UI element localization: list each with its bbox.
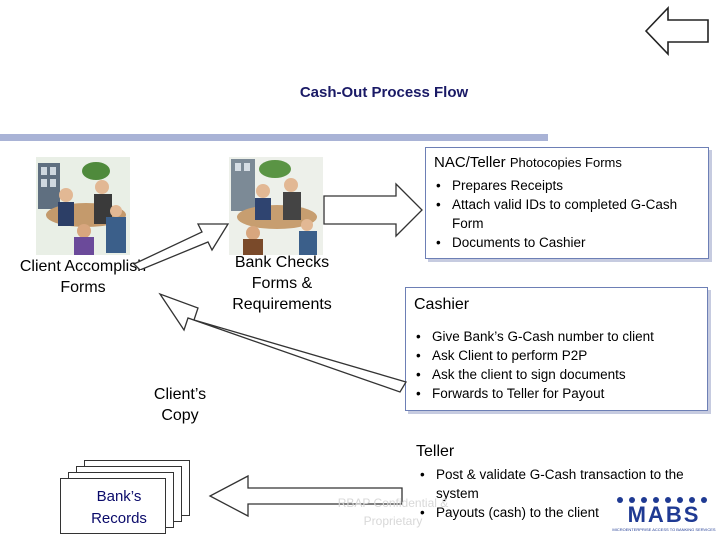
banks-records-label: Bank’s Records bbox=[91, 488, 147, 527]
nac-bullet-list: Prepares Receipts Attach valid IDs to co… bbox=[434, 176, 696, 252]
bank-checks-label: Bank Checks Forms & Requirements bbox=[232, 254, 332, 313]
teller-heading: Teller bbox=[416, 443, 455, 460]
nac-heading-main: NAC/Teller bbox=[434, 154, 506, 171]
list-item: Prepares Receipts bbox=[434, 176, 696, 195]
client-accomplish-label: Client Accomplish Forms bbox=[19, 258, 147, 296]
flow-arrow-3 bbox=[158, 290, 408, 394]
nac-teller-box: NAC/Teller Photocopies Forms Prepares Re… bbox=[425, 147, 709, 259]
list-item: Forwards to Teller for Payout bbox=[414, 384, 704, 403]
clients-copy-label: Client’s Copy bbox=[153, 386, 207, 424]
document-sheet bbox=[60, 478, 166, 534]
mabs-logo-tagline: MICROENTERPRISE ACCESS TO BANKING SERVIC… bbox=[612, 527, 716, 532]
list-item: Documents to Cashier bbox=[434, 233, 696, 252]
flow-arrow-1 bbox=[132, 214, 230, 270]
page-title: Cash-Out Process Flow bbox=[299, 84, 469, 101]
watermark: RBAP Confidential & Proprietary bbox=[337, 496, 449, 528]
mabs-logo-dots bbox=[614, 496, 710, 504]
list-item: Post & validate G-Cash transaction to th… bbox=[418, 465, 708, 503]
list-item: Attach valid IDs to completed G-Cash For… bbox=[434, 195, 696, 233]
cashier-heading: Cashier bbox=[414, 296, 470, 313]
business-meeting-icon bbox=[229, 157, 323, 255]
cashier-box: Cashier Give Bank’s G-Cash number to cli… bbox=[405, 287, 708, 411]
list-item: Ask Client to perform P2P bbox=[414, 346, 704, 365]
mabs-logo-text: MABS bbox=[627, 502, 701, 527]
list-item: Give Bank’s G-Cash number to client bbox=[414, 327, 704, 346]
mabs-logo: MABS MICROENTERPRISE ACCESS TO BANKING S… bbox=[612, 494, 716, 536]
flow-arrow-4 bbox=[208, 474, 404, 518]
list-item: Payouts (cash) to the client bbox=[418, 503, 708, 522]
nac-heading: NAC/Teller Photocopies Forms bbox=[434, 154, 622, 171]
back-arrow-icon[interactable] bbox=[644, 5, 712, 57]
cashier-bullet-list: Give Bank’s G-Cash number to client Ask … bbox=[414, 327, 704, 403]
banks-records-documents: Bank’s Records bbox=[60, 460, 190, 536]
list-item: Ask the client to sign documents bbox=[414, 365, 704, 384]
flow-arrow-2 bbox=[322, 182, 424, 238]
title-rule bbox=[0, 134, 548, 141]
teller-bullet-list: Post & validate G-Cash transaction to th… bbox=[418, 465, 708, 522]
nac-heading-rest: Photocopies Forms bbox=[509, 155, 622, 170]
business-meeting-icon bbox=[36, 157, 130, 255]
